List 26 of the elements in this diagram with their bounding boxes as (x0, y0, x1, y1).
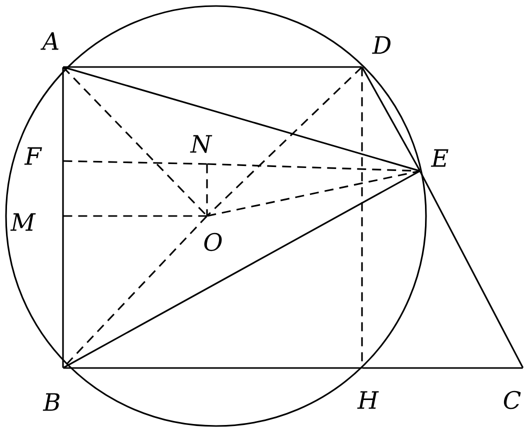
dashed-line (63, 160, 207, 165)
line-segment (62, 67, 64, 368)
line-segment (361, 66, 421, 172)
dashed-line (207, 163, 420, 172)
line-segment (62, 170, 420, 369)
line-segment (62, 66, 420, 172)
line-segment (63, 367, 362, 369)
point-label: H (357, 391, 379, 409)
point-label: F (24, 147, 42, 165)
line-segment (362, 367, 523, 369)
dashed-line (361, 67, 363, 368)
dashed-line (63, 215, 207, 217)
point-label: B (42, 393, 60, 411)
point-label: O (204, 232, 222, 252)
point-label: E (430, 149, 448, 167)
point-label: C (504, 390, 521, 410)
point-label: N (190, 135, 212, 153)
dashed-line (62, 66, 208, 216)
point-label: D (372, 36, 390, 54)
dashed-line (207, 170, 420, 217)
dashed-line (206, 66, 362, 216)
point-label: M (10, 213, 36, 231)
line-segment (419, 170, 524, 368)
line-segment (63, 66, 362, 68)
dashed-line (206, 164, 208, 216)
point-label: A (40, 32, 58, 50)
